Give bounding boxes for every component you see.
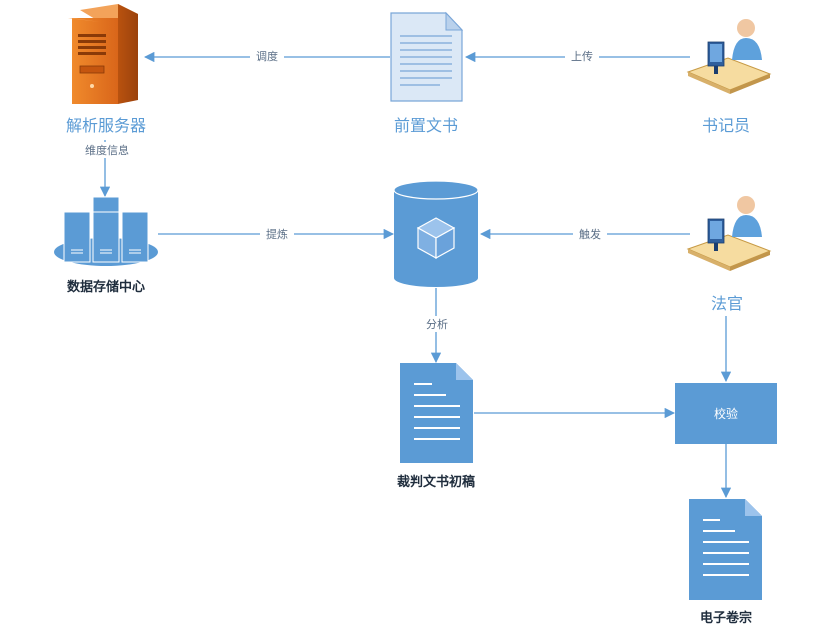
edge-trigger: 触发 [479, 226, 690, 242]
edge-label-upload: 上传 [571, 50, 593, 63]
edge-label-dispatch: 调度 [256, 49, 278, 63]
server-icon [68, 4, 138, 104]
node-label-draft-judgment: 裁判文书初稿 [397, 474, 475, 490]
edge-label-trigger: 触发 [579, 227, 601, 241]
node-label-pre-document: 前置文书 [394, 116, 458, 135]
clerk-icon [686, 19, 772, 94]
verify-box: 校验 [675, 383, 777, 444]
edge-maintain-info: 维度信息 [78, 140, 136, 198]
database-icon [393, 180, 479, 287]
edge-upload: 上传 [464, 48, 690, 64]
edge-label-extract: 提炼 [266, 227, 288, 241]
verify-box-label: 校验 [714, 406, 738, 421]
edge-analyze: 分析 [420, 288, 454, 364]
edge-dispatch: 调度 [143, 48, 390, 64]
data-center-icon [54, 196, 158, 266]
efile-document-icon [689, 499, 762, 600]
edge-label-analyze: 分析 [426, 317, 448, 331]
node-label-clerk: 书记员 [702, 116, 750, 135]
node-label-parse-server: 解析服务器 [66, 116, 146, 135]
draft-document-icon [400, 363, 473, 463]
node-label-data-center: 数据存储中心 [67, 279, 145, 295]
node-label-judge: 法官 [711, 294, 743, 313]
document-icon [390, 11, 464, 102]
judge-icon [686, 196, 772, 271]
edge-extract: 提炼 [158, 226, 395, 242]
edge-label-maintain-info: 维度信息 [85, 143, 129, 157]
node-label-e-file: 电子卷宗 [700, 610, 752, 626]
